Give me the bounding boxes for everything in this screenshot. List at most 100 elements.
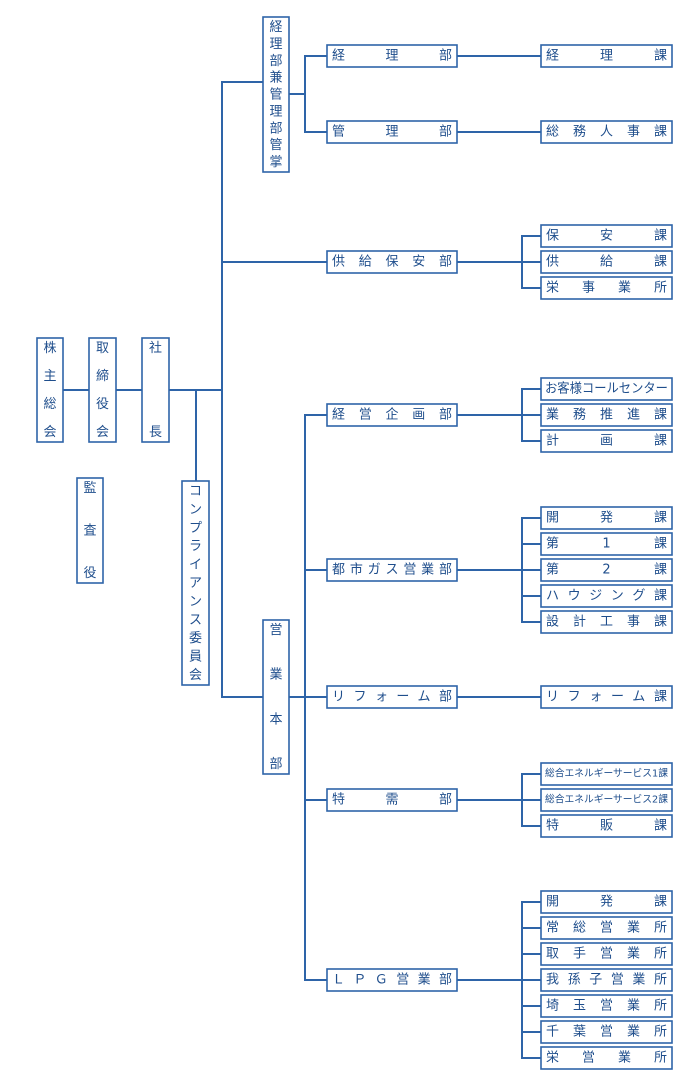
node-box	[540, 1046, 673, 1070]
node-box	[540, 250, 673, 274]
node-dept_supply_safety: 供給保安部	[326, 250, 458, 274]
node-box	[540, 610, 673, 634]
node-sec_development_b: 開発課	[540, 890, 673, 914]
node-box	[540, 506, 673, 530]
node-sec_energy2: 総合エネルギーサービス2課	[540, 788, 673, 812]
node-box	[262, 619, 290, 775]
node-box	[88, 337, 117, 443]
node-box	[540, 558, 673, 582]
node-sec_housing: ハウジング課	[540, 584, 673, 608]
node-label: 経営企画部	[332, 407, 452, 423]
node-label: 都市ガス営業部	[332, 562, 452, 578]
node-sec_accounting: 経理課	[540, 44, 673, 68]
node-box	[540, 814, 673, 838]
node-finance_admin_mgmt: 経理部兼管理部管掌	[262, 16, 290, 173]
node-box	[326, 558, 458, 582]
node-dept_accounting: 経理部	[326, 44, 458, 68]
node-label: 設計工事課	[546, 614, 667, 630]
node-box	[141, 337, 170, 443]
node-box	[540, 532, 673, 556]
node-box	[326, 685, 458, 709]
node-box	[540, 120, 673, 144]
connector-lines	[62, 55, 542, 1059]
node-label: 社長	[149, 340, 162, 440]
node-box	[540, 788, 673, 812]
node-box	[540, 429, 673, 453]
node-sec_general_hr: 総務人事課	[540, 120, 673, 144]
node-box	[36, 337, 64, 443]
node-label: 取手営業所	[546, 946, 667, 962]
node-dept_special: 特需部	[326, 788, 458, 812]
node-label: コンプライアンス委員会	[189, 484, 202, 683]
node-sec_safety: 保安課	[540, 224, 673, 248]
node-box	[262, 16, 290, 173]
node-label: 監査役	[83, 480, 96, 581]
node-sec_saitama: 埼玉営業所	[540, 994, 673, 1018]
node-sec_call_center: お客様コールセンター	[540, 377, 673, 401]
node-box	[540, 1020, 673, 1044]
node-box	[181, 480, 210, 686]
node-sec_sales2: 第2課	[540, 558, 673, 582]
node-board: 取締役会	[88, 337, 117, 443]
node-box	[326, 44, 458, 68]
node-sec_chiba: 千葉営業所	[540, 1020, 673, 1044]
node-dept_reform: リフォーム部	[326, 685, 458, 709]
node-label: 業務推進課	[546, 407, 667, 423]
node-label: 株主総会	[43, 341, 56, 440]
node-dept_admin: 管理部	[326, 120, 458, 144]
node-label: 営業本部	[269, 623, 282, 772]
node-sec_reform: リフォーム課	[540, 685, 673, 709]
node-sec_development_a: 開発課	[540, 506, 673, 530]
node-sec_sales1: 第1課	[540, 532, 673, 556]
node-dept_city_gas: 都市ガス営業部	[326, 558, 458, 582]
node-label: お客様コールセンター	[545, 381, 668, 397]
node-box	[326, 788, 458, 812]
node-box	[540, 762, 673, 786]
node-sales_hq: 営業本部	[262, 619, 290, 775]
node-sec_biz_promo: 業務推進課	[540, 403, 673, 427]
node-label: 供給保安部	[332, 255, 452, 270]
node-sec_special_sales: 特販課	[540, 814, 673, 838]
node-box	[540, 403, 673, 427]
node-box	[540, 584, 673, 608]
node-compliance: コンプライアンス委員会	[181, 480, 210, 686]
node-shareholders: 株主総会	[36, 337, 64, 443]
node-label: 取締役会	[96, 341, 109, 440]
node-box	[540, 224, 673, 248]
node-sec_design_works: 設計工事課	[540, 610, 673, 634]
node-auditor: 監査役	[76, 477, 104, 584]
node-sec_toride: 取手営業所	[540, 942, 673, 966]
node-box	[540, 942, 673, 966]
node-sec_energy1: 総合エネルギーサービス1課	[540, 762, 673, 786]
node-box	[540, 916, 673, 940]
node-dept_planning: 経営企画部	[326, 403, 458, 427]
node-box	[540, 968, 673, 992]
node-box	[326, 403, 458, 427]
node-sec_sakae_works: 栄事業所	[540, 276, 673, 300]
node-box	[540, 994, 673, 1018]
node-box	[76, 477, 104, 584]
node-president: 社長	[141, 337, 170, 443]
node-label: 総合エネルギーサービス2課	[545, 793, 668, 806]
node-label: 常総営業所	[546, 920, 667, 936]
node-dept_lpg: ＬＰＧ営業部	[326, 968, 458, 992]
node-sec_planning: 計画課	[540, 429, 673, 453]
node-label: 経理部兼管理部管掌	[269, 20, 282, 170]
node-label: 埼玉営業所	[546, 998, 667, 1014]
node-box	[326, 968, 458, 992]
node-sec_sakae_office: 栄営業所	[540, 1046, 673, 1070]
node-sec_abiko: 我孫子営業所	[540, 968, 673, 992]
node-label: 総務人事課	[546, 124, 667, 140]
node-box	[540, 44, 673, 68]
node-box	[540, 377, 673, 401]
node-box	[326, 120, 458, 144]
node-box	[540, 890, 673, 914]
node-label: 千葉営業所	[546, 1024, 667, 1040]
node-label: 総合エネルギーサービス1課	[545, 767, 668, 780]
node-box	[326, 250, 458, 274]
node-sec_supply: 供給課	[540, 250, 673, 274]
node-box	[540, 276, 673, 300]
node-sec_joso: 常総営業所	[540, 916, 673, 940]
